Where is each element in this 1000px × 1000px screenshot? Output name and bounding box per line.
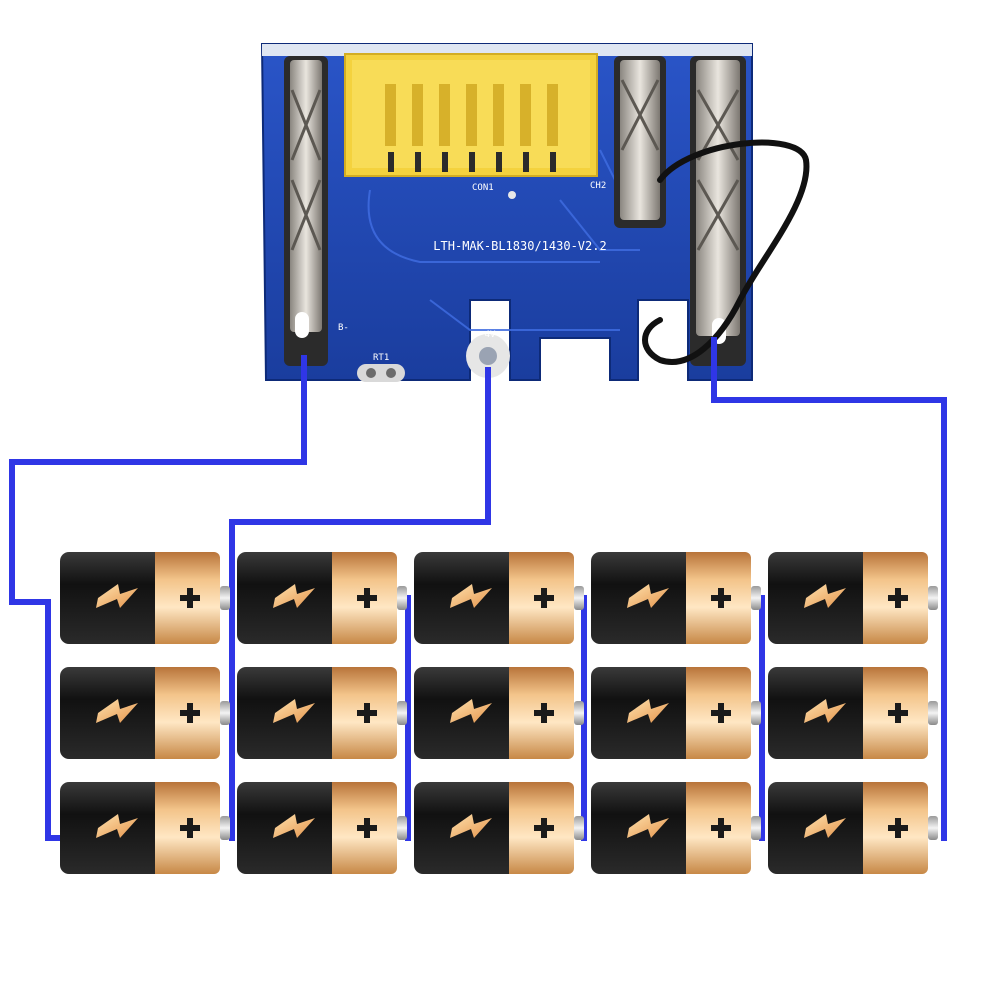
battery-cell-r2-c1: [60, 667, 230, 759]
battery-cell-r1-c2: [237, 552, 407, 644]
battery-cell-r3-c2: [237, 782, 407, 874]
battery-cell-r1-c3: [414, 552, 584, 644]
channel1-label: CH1: [658, 333, 673, 342]
battery-cell-r2-c3: [414, 667, 584, 759]
ch2-terminal: [614, 56, 666, 228]
battery-cell-r1-c5: [768, 552, 938, 644]
wiring: [9, 337, 947, 841]
bms-pcb-board: LTH-MAK-BL1830/1430-V2.2 CON1 CH2 CH1 B-…: [260, 43, 810, 382]
battery-cell-r2-c4: [591, 667, 761, 759]
bplus-wire: [711, 337, 947, 841]
bplus-label: B+: [676, 315, 686, 324]
battery-cell-r3-c4: [591, 782, 761, 874]
bminus-label: B-: [338, 323, 349, 333]
channel2-label: CH2: [590, 181, 606, 191]
tap-label: 4V: [485, 330, 496, 340]
connector-con1: [344, 53, 598, 177]
thermistor-rt1: [357, 364, 405, 382]
battery-cell-r2-c2: [237, 667, 407, 759]
battery-cell-r3-c1: [60, 782, 230, 874]
battery-cell-r3-c3: [414, 782, 584, 874]
battery-cell-r1-c1: [60, 552, 230, 644]
thermistor-label: RT1: [373, 353, 389, 363]
bminus-terminal: [284, 56, 328, 366]
board-label: LTH-MAK-BL1830/1430-V2.2: [433, 239, 606, 253]
battery-cell-r3-c5: [768, 782, 938, 874]
battery-cell-r1-c4: [591, 552, 761, 644]
bminus-wire: [9, 355, 307, 841]
connector-label: CON1: [472, 183, 494, 193]
tap-pad-4v: [466, 334, 510, 378]
battery-pack: [60, 552, 938, 874]
tap-4v-wire: [229, 367, 491, 841]
battery-cell-r2-c5: [768, 667, 938, 759]
bplus-terminal: [690, 56, 746, 366]
